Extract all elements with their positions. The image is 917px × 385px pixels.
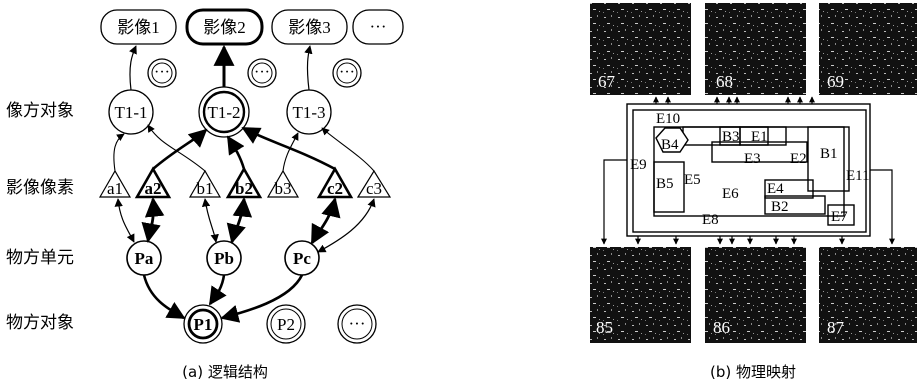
top-image-67: 67 <box>590 3 691 95</box>
top-image-69: 69 <box>819 3 917 95</box>
region-e5: E5 <box>684 172 701 188</box>
svg-text:···: ··· <box>349 314 366 333</box>
svg-text:87: 87 <box>827 318 845 337</box>
svg-text:P2: P2 <box>277 315 295 334</box>
region-e7: E7 <box>831 209 848 225</box>
svg-text:T1-2: T1-2 <box>207 103 240 122</box>
region-e10: E10 <box>656 111 680 127</box>
pixel-b2: b2 <box>225 166 263 199</box>
pixel-c3: c3 <box>356 169 392 198</box>
row-label-image-pixel: 影像像素 <box>6 178 74 198</box>
region-e1: E1 <box>751 129 768 145</box>
ellipsis-circle-1: ··· <box>147 58 177 88</box>
region-b2: B2 <box>771 199 789 215</box>
svg-text:Pa: Pa <box>135 249 154 268</box>
region-e9: E9 <box>630 157 647 173</box>
region-e2: E2 <box>790 151 807 167</box>
region-b4: B4 <box>661 137 679 153</box>
svg-text:b1: b1 <box>197 179 214 198</box>
svg-text:b2: b2 <box>235 179 253 198</box>
svg-text:c3: c3 <box>366 179 382 198</box>
region-e11: E11 <box>846 168 870 184</box>
svg-text:85: 85 <box>596 318 613 337</box>
pixel-b1: b1 <box>188 169 222 198</box>
image-node-1: 影像1 <box>100 9 177 45</box>
svg-text:T1-1: T1-1 <box>114 103 147 122</box>
right-caption: (b) 物理映射 <box>710 363 796 381</box>
bottom-image-85: 85 <box>590 247 691 343</box>
row-label-object-unit: 物方单元 <box>6 248 74 268</box>
region-b1: B1 <box>820 146 838 162</box>
object-more: ··· <box>337 304 377 344</box>
image-object-t1-2: T1-2 <box>198 86 250 138</box>
image-node-more-label: ··· <box>370 17 387 36</box>
pixel-a1: a1 <box>98 169 132 198</box>
unit-pc: Pc <box>284 240 320 276</box>
image-node-2-label: 影像2 <box>203 18 246 37</box>
image-object-t1-3: T1-3 <box>286 89 332 135</box>
svg-text:Pb: Pb <box>214 249 234 268</box>
svg-text:a1: a1 <box>107 179 123 198</box>
top-image-68: 68 <box>705 3 806 95</box>
svg-text:69: 69 <box>827 72 844 91</box>
row-label-image-object: 像方对象 <box>6 101 74 121</box>
object-p1: P1 <box>183 304 223 344</box>
svg-text:···: ··· <box>154 64 170 81</box>
svg-text:Pc: Pc <box>293 249 311 268</box>
region-map <box>626 103 871 237</box>
ellipsis-circle-2: ··· <box>247 58 277 88</box>
left-caption: (a) 逻辑结构 <box>182 363 268 381</box>
region-e4: E4 <box>767 181 784 197</box>
region-b5: B5 <box>656 176 674 192</box>
mapping-arrows-up <box>653 96 815 104</box>
region-e8: E8 <box>702 212 719 228</box>
pixel-a2: a2 <box>134 166 172 199</box>
object-p2: P2 <box>266 304 306 344</box>
row-label-object: 物方对象 <box>6 313 74 333</box>
image-node-1-label: 影像1 <box>117 18 160 37</box>
image-node-more: ··· <box>352 9 404 45</box>
unit-pa: Pa <box>126 240 162 276</box>
svg-text:T1-3: T1-3 <box>292 103 325 122</box>
image-object-t1-1: T1-1 <box>108 89 154 135</box>
image-node-3-label: 影像3 <box>288 18 331 37</box>
svg-text:b3: b3 <box>275 179 292 198</box>
region-e3: E3 <box>744 151 761 167</box>
svg-text:68: 68 <box>716 72 733 91</box>
svg-text:···: ··· <box>254 64 270 81</box>
pixel-b3: b3 <box>266 169 300 198</box>
svg-text:a2: a2 <box>145 179 162 198</box>
pixel-c2: c2 <box>316 166 354 199</box>
region-b3: B3 <box>722 129 740 145</box>
mapping-arrows-down <box>601 159 895 245</box>
bottom-image-87: 87 <box>819 247 917 343</box>
svg-text:c2: c2 <box>327 179 343 198</box>
svg-text:86: 86 <box>713 318 730 337</box>
image-node-3: 影像3 <box>271 9 348 45</box>
bottom-image-86: 86 <box>705 247 806 343</box>
svg-text:67: 67 <box>598 72 616 91</box>
ellipsis-circle-3: ··· <box>332 58 362 88</box>
unit-pb: Pb <box>206 240 242 276</box>
svg-text:P1: P1 <box>194 315 213 334</box>
image-node-2: 影像2 <box>185 8 264 46</box>
region-e6: E6 <box>722 186 739 202</box>
svg-text:···: ··· <box>339 64 355 81</box>
